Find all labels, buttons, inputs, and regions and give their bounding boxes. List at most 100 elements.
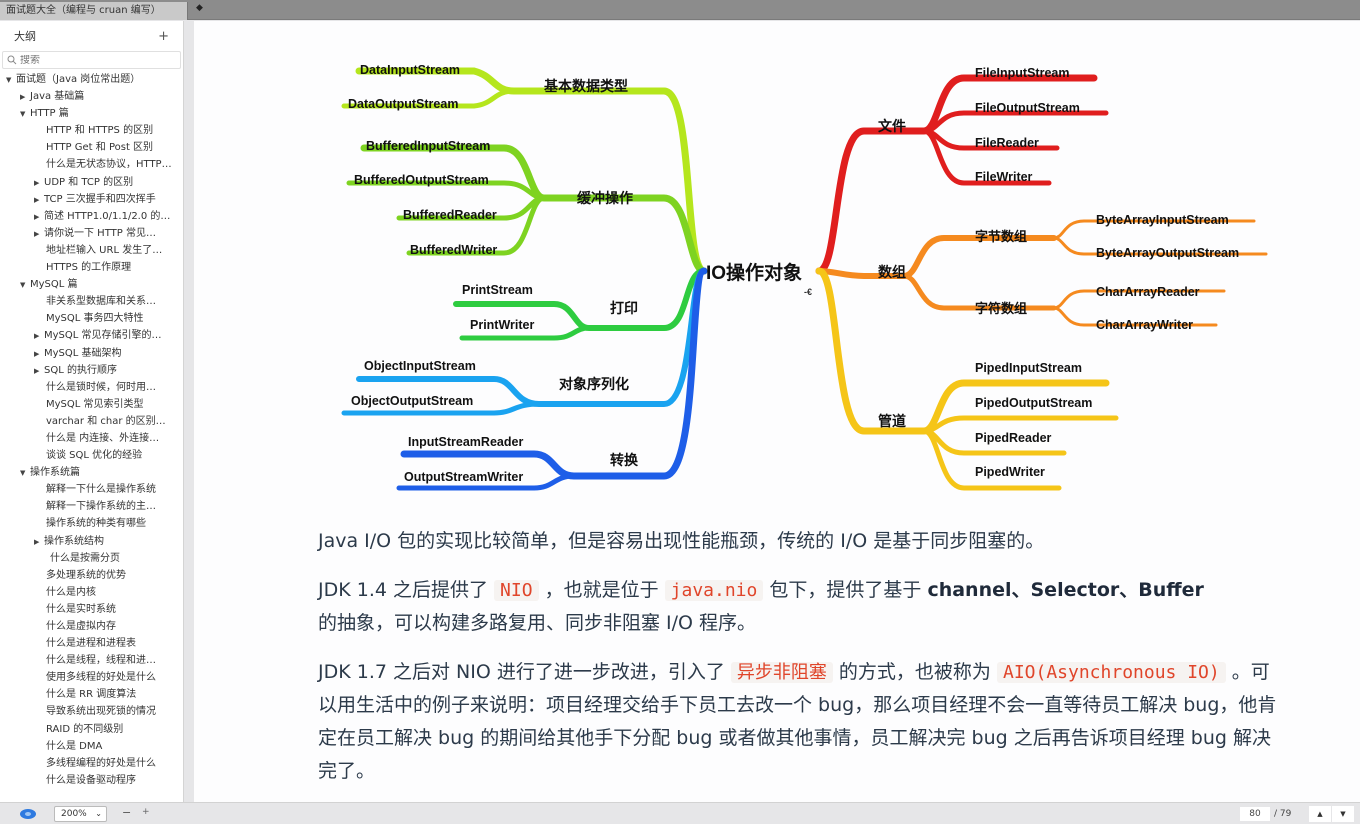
outline-item-label: 导致系统出现死锁的情况	[46, 706, 156, 718]
outline-item[interactable]: ▶Java 基础篇	[0, 88, 183, 105]
add-icon[interactable]: +	[158, 28, 169, 44]
zoom-out-button[interactable]: −	[122, 806, 132, 819]
outline-item-label: 操作系统篇	[30, 467, 80, 479]
outline-item[interactable]: MySQL 常见索引类型	[0, 396, 183, 413]
mindmap-node: PrintWriter	[470, 318, 534, 332]
outline-item[interactable]: 什么是无状态协议，HTTP…	[0, 156, 183, 173]
collapse-arrow-icon[interactable]: ▶	[34, 178, 40, 187]
outline-item[interactable]: 什么是虚拟内存	[0, 618, 183, 635]
outline-item[interactable]: ▶UDP 和 TCP 的区别	[0, 174, 183, 191]
collapse-arrow-icon[interactable]: ▶	[34, 332, 40, 341]
outline-item[interactable]: ▶ TCP 三次握手和四次挥手	[0, 191, 183, 208]
collapse-arrow-icon[interactable]: ▶	[34, 349, 40, 358]
outline-item[interactable]: HTTPS 的工作原理	[0, 259, 183, 276]
collapse-arrow-icon[interactable]: ▶	[34, 212, 40, 221]
text: JDK 1.7 之后对 NIO 进行了进一步改进，引入了	[318, 661, 731, 683]
outline-item[interactable]: HTTP Get 和 Post 区别	[0, 139, 183, 156]
outline-item[interactable]: varchar 和 char 的区别…	[0, 413, 183, 430]
outline-item[interactable]: ▼ MySQL 篇	[0, 276, 183, 293]
outline-item-label: TCP 三次握手和四次挥手	[44, 193, 156, 205]
outline-item[interactable]: 使用多线程的好处是什么	[0, 669, 183, 686]
page-number-input[interactable]: 80	[1240, 807, 1270, 821]
outline-item[interactable]: 什么是设备驱动程序	[0, 772, 183, 789]
outline-item-label: 操作系统结构	[44, 535, 104, 547]
previous-page-button[interactable]: ▲	[1309, 806, 1331, 822]
outline-item[interactable]: ▶ 请你说一下 HTTP 常见…	[0, 225, 183, 242]
outline-item[interactable]: HTTP 和 HTTPS 的区别	[0, 122, 183, 139]
outline-item[interactable]: 什么是进程和进程表	[0, 635, 183, 652]
outline-item-label: 简述 HTTP1.0/1.1/2.0 的…	[44, 210, 171, 222]
outline-item[interactable]: ▶MySQL 常见存储引擎的…	[0, 327, 183, 344]
inline-code-java-nio: java.nio	[664, 580, 764, 601]
zoom-value: 200%	[61, 809, 87, 819]
expand-arrow-icon[interactable]: ▼	[6, 76, 12, 84]
collapse-arrow-icon[interactable]: ▶	[34, 366, 40, 375]
outline-item[interactable]: 什么是线程，线程和进…	[0, 652, 183, 669]
search-box[interactable]	[2, 51, 181, 69]
outline-item-label: 什么是无状态协议，HTTP…	[46, 159, 172, 171]
outline-item[interactable]: 导致系统出现死锁的情况	[0, 703, 183, 720]
outline-item-label: 非关系型数据库和关系…	[46, 296, 156, 308]
expand-arrow-icon[interactable]: ▼	[20, 281, 26, 290]
outline-item[interactable]: 什么是内核	[0, 584, 183, 601]
outline-item-label: 谈谈 SQL 优化的经验	[46, 450, 143, 462]
outline-item[interactable]: 什么是实时系统	[0, 601, 183, 618]
eye-icon[interactable]	[20, 809, 36, 819]
outline-item[interactable]: 多线程编程的好处是什么	[0, 755, 183, 772]
outline-item[interactable]: 解释一下什么是操作系统	[0, 481, 183, 498]
mindmap-node: OutputStreamWriter	[404, 470, 523, 484]
chevron-down-icon: ⌄	[95, 809, 102, 818]
collapse-arrow-icon[interactable]: ▶	[34, 229, 40, 238]
outline-item[interactable]: 操作系统的种类有哪些	[0, 515, 183, 532]
outline-item[interactable]: 谈谈 SQL 优化的经验	[0, 447, 183, 464]
outline-item-label: MySQL 事务四大特性	[46, 313, 144, 325]
outline-item[interactable]: RAID 的不同级别	[0, 721, 183, 738]
outline-item-label: MySQL 篇	[30, 279, 78, 291]
next-page-button[interactable]: ▼	[1332, 806, 1354, 822]
outline-item-label: 面试题（Java 岗位常出题）	[16, 74, 141, 85]
outline-item[interactable]: ▶ 简述 HTTP1.0/1.1/2.0 的…	[0, 208, 183, 225]
outline-item[interactable]: 解释一下操作系统的主…	[0, 498, 183, 515]
outline-item-label: 多线程编程的好处是什么	[46, 757, 156, 769]
outline-item[interactable]: ▶ 操作系统结构	[0, 533, 183, 550]
outline-item[interactable]: ▼ 操作系统篇	[0, 464, 183, 481]
outline-item[interactable]: ▼ 面试题（Java 岗位常出题）	[0, 71, 183, 88]
outline-item[interactable]: 什么是 RR 调度算法	[0, 686, 183, 703]
mindmap-node: ObjectOutputStream	[351, 394, 473, 408]
outline-item-label: 什么是 DMA	[46, 740, 103, 752]
outline-item-label: HTTPS 的工作原理	[46, 262, 132, 274]
outline-item[interactable]: 什么是 DMA	[0, 738, 183, 755]
zoom-select[interactable]: 200% ⌄	[54, 806, 107, 822]
mindmap-node: DataInputStream	[360, 63, 460, 77]
outline-item[interactable]: ▶SQL 的执行顺序	[0, 362, 183, 379]
outline-item[interactable]: 什么是 内连接、外连接…	[0, 430, 183, 447]
outline-item[interactable]: 非关系型数据库和关系…	[0, 293, 183, 310]
outline-item-label: 什么是设备驱动程序	[46, 774, 136, 786]
outline-item[interactable]: 什么是按需分页	[0, 550, 183, 567]
collapse-arrow-icon[interactable]: ▶	[34, 537, 40, 546]
outline-item-label: 什么是进程和进程表	[46, 638, 136, 650]
outline-item[interactable]: ▶MySQL 基础架构	[0, 345, 183, 362]
zoom-in-button[interactable]: +	[142, 807, 150, 817]
mindmap-node: PipedInputStream	[975, 361, 1082, 375]
collapse-arrow-icon[interactable]: ▶	[34, 195, 40, 204]
outline-item[interactable]: 多处理系统的优势	[0, 567, 183, 584]
outline-item-label: RAID 的不同级别	[46, 723, 124, 735]
back-icon[interactable]: ◆	[196, 3, 203, 13]
outline-item[interactable]: 什么是锁时候，何时用…	[0, 379, 183, 396]
expand-arrow-icon[interactable]: ▼	[20, 469, 26, 478]
expand-arrow-icon[interactable]: ▼	[20, 110, 26, 119]
outline-item-label: 什么是锁时候，何时用…	[46, 381, 156, 393]
outline-item[interactable]: 地址栏输入 URL 发生了…	[0, 242, 183, 259]
collapse-arrow-icon[interactable]: ▶	[20, 93, 26, 102]
document-tab[interactable]: 面试题大全（编程与 cruan 编写）	[0, 2, 188, 20]
outline-item[interactable]: ▼HTTP 篇	[0, 105, 183, 122]
outline-item[interactable]: MySQL 事务四大特性	[0, 310, 183, 327]
mindmap-node: 转换	[610, 452, 639, 468]
inline-code-aio: AIO(Asynchronous IO)	[996, 662, 1226, 683]
outline-item-label: 请你说一下 HTTP 常见…	[44, 227, 156, 239]
search-input[interactable]	[20, 54, 170, 66]
mindmap-root: IO操作对象	[706, 261, 802, 284]
mindmap-node: FileOutputStream	[975, 101, 1080, 115]
